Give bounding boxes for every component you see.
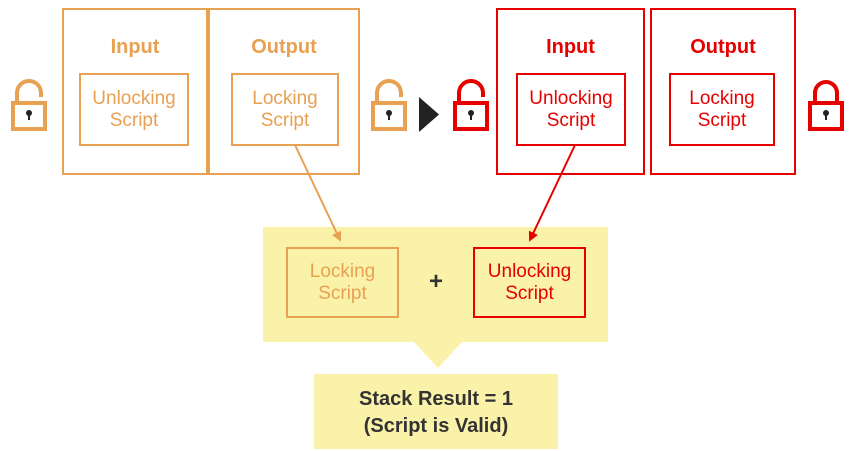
right-unlocking-script-box: Unlocking Script <box>516 73 626 146</box>
combine-unlocking-script-box: Unlocking Script <box>473 247 586 318</box>
connector-arrow-orange <box>294 144 342 242</box>
left-output-heading: Output <box>251 36 317 58</box>
right-locking-script-box: Locking Script <box>669 73 775 146</box>
right-input-panel: Input Unlocking Script <box>496 8 645 175</box>
left-output-panel: Output Locking Script <box>208 8 360 175</box>
result-line-2: (Script is Valid) <box>363 415 509 437</box>
padlock-closed-icon <box>808 80 844 131</box>
down-pointer-icon <box>414 342 462 368</box>
right-output-panel: Output Locking Script <box>650 8 796 175</box>
padlock-open-icon <box>371 79 407 131</box>
padlock-open-icon <box>453 79 489 131</box>
result-line-1: Stack Result = 1 <box>359 388 513 410</box>
left-unlocking-script-box: Unlocking Script <box>79 73 189 146</box>
padlock-open-icon <box>11 79 47 131</box>
right-input-heading: Input <box>546 36 595 58</box>
connector-arrow-red <box>528 144 576 242</box>
result-box <box>314 374 558 449</box>
arrow-right-icon <box>419 97 439 132</box>
right-output-heading: Output <box>690 36 756 58</box>
combine-locking-script-box: Locking Script <box>286 247 399 318</box>
combine-panel <box>263 227 608 342</box>
left-input-panel: Input Unlocking Script <box>62 8 208 175</box>
left-input-heading: Input <box>110 36 160 58</box>
left-locking-script-box: Locking Script <box>231 73 339 146</box>
plus-operator: + <box>428 268 443 295</box>
